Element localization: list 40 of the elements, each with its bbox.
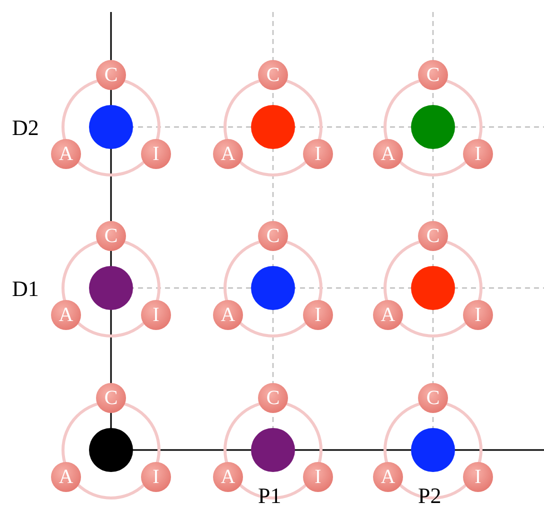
axis-label: D2 <box>12 116 39 140</box>
letter-circle: I <box>303 139 333 169</box>
letter-circle: C <box>96 60 126 90</box>
letter-circle: C <box>418 383 448 413</box>
axis-label: P1 <box>258 484 282 508</box>
letter-circle: I <box>303 462 333 492</box>
center-dot <box>251 428 295 472</box>
center-dot <box>251 266 295 310</box>
letter-circle: A <box>51 300 81 330</box>
center-dot <box>89 105 133 149</box>
letter-circle: A <box>51 462 81 492</box>
letter-circle: A <box>213 139 243 169</box>
center-dot <box>89 428 133 472</box>
letter-circle: I <box>141 462 171 492</box>
letter-circle: C <box>258 221 288 251</box>
letter-circle: I <box>141 300 171 330</box>
letter-circle: C <box>258 60 288 90</box>
center-dot <box>411 266 455 310</box>
center-dot <box>411 428 455 472</box>
letter-circle: I <box>463 139 493 169</box>
letter-circle: A <box>213 300 243 330</box>
axis-label: P2 <box>418 484 442 508</box>
letter-circle: A <box>373 300 403 330</box>
letter-circle: C <box>258 383 288 413</box>
letter-circle: C <box>418 221 448 251</box>
letter-circle: I <box>463 462 493 492</box>
letter-circle: I <box>141 139 171 169</box>
axis-label: D1 <box>12 277 39 301</box>
letter-circle: A <box>373 139 403 169</box>
letter-circle: C <box>96 383 126 413</box>
letter-circle: A <box>51 139 81 169</box>
letter-circle: A <box>213 462 243 492</box>
letter-circle: I <box>303 300 333 330</box>
letter-circle: I <box>463 300 493 330</box>
center-dot <box>89 266 133 310</box>
letter-circle: C <box>96 221 126 251</box>
letter-circle: A <box>373 462 403 492</box>
center-dot <box>251 105 295 149</box>
center-dot <box>411 105 455 149</box>
letter-circle: C <box>418 60 448 90</box>
